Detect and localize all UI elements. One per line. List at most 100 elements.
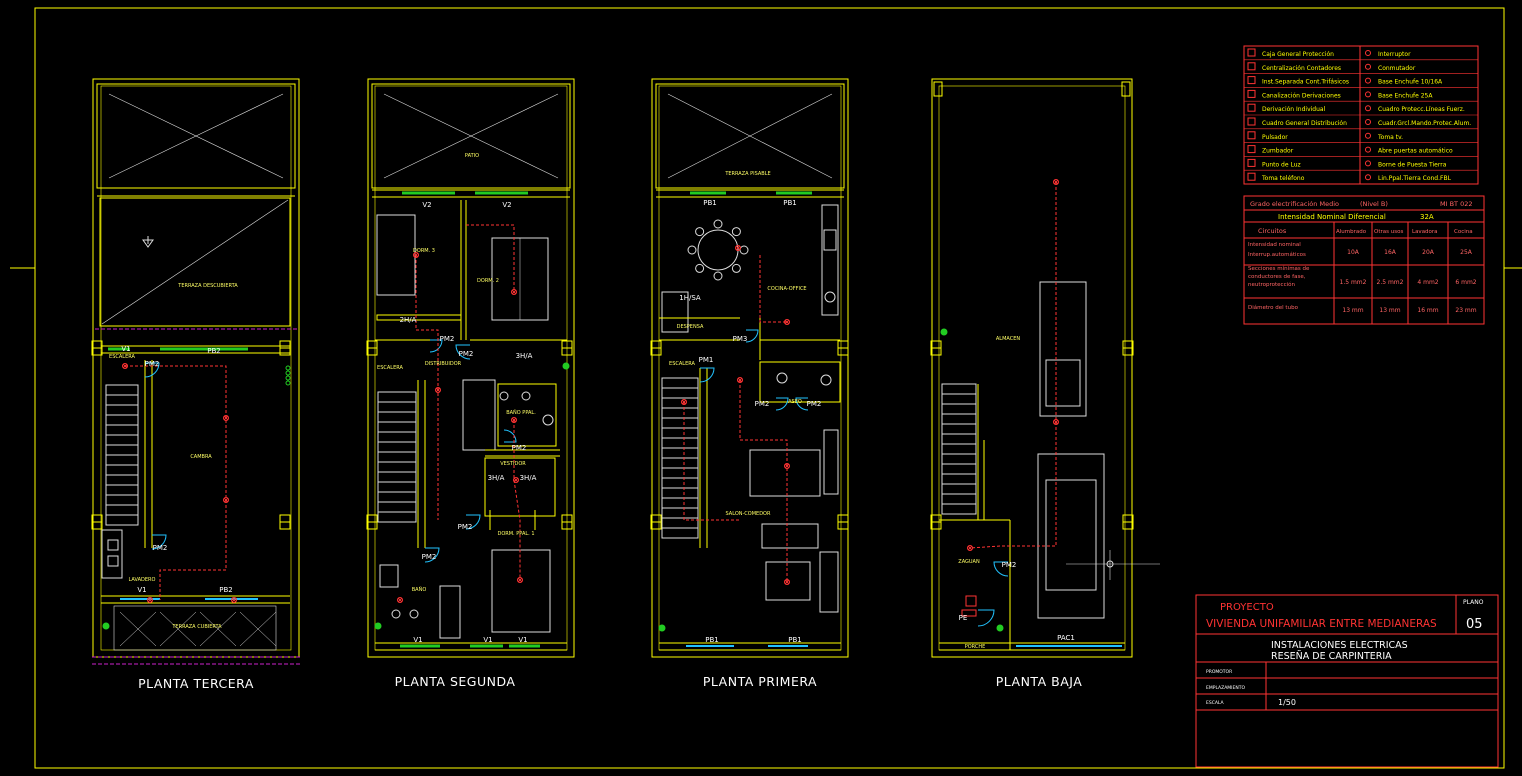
row-label: Secciones mínimas de: [1248, 265, 1310, 272]
outer-wall: [651, 78, 849, 658]
room-label: ESCALERA: [109, 354, 135, 360]
wiring: [415, 255, 439, 520]
carpentry-tag: PM2: [153, 544, 168, 552]
carpentry-tag: PB2: [219, 586, 232, 594]
room-label: CAMBRA: [190, 454, 212, 460]
carpentry-tag: V2: [502, 201, 511, 209]
scale-value: 1/50: [1278, 698, 1296, 707]
col-header: Circuitos: [1258, 227, 1287, 235]
legend-label: Caja General Protección: [1262, 51, 1334, 58]
legend-symbol-icon: [1247, 131, 1256, 140]
washer: [107, 555, 119, 567]
chair-icon: [695, 227, 705, 237]
chair-icon: [713, 271, 723, 281]
dressing: [484, 457, 556, 517]
row-value: 23 mm: [1455, 307, 1476, 314]
legend-label: Cuadr.Grcl.Mando.Protec.Alum.: [1378, 120, 1471, 127]
bed: [376, 214, 416, 296]
field-label-emplazamiento: EMPLAZAMIENTO: [1206, 685, 1245, 691]
carpentry-tag: PM2: [807, 400, 822, 408]
appliance: [101, 529, 123, 579]
ground-icon: [374, 622, 382, 630]
terrace-cubierta: [113, 605, 277, 651]
door-swing: [455, 344, 471, 360]
legend-symbol-icon: [1247, 172, 1256, 181]
column: [933, 81, 943, 97]
legend-label: Cuadro General Distribución: [1262, 120, 1347, 127]
legend-label: Derivación Individual: [1262, 106, 1326, 113]
sofa: [819, 551, 839, 613]
toilet-icon: [820, 374, 832, 386]
field-label-escala: ESCALA: [1206, 700, 1225, 706]
car-roof: [1045, 359, 1081, 407]
carpentry-tag: PM3: [733, 335, 748, 343]
legend-symbol-icon: [1365, 146, 1371, 153]
carpentry-tag: PB1: [705, 636, 718, 644]
door-swing: [429, 339, 443, 353]
room-label: TERRAZA PISABLE: [724, 171, 770, 177]
dining-table: [749, 449, 821, 497]
toilet-icon: [499, 391, 509, 401]
room-label: BAÑO: [412, 586, 427, 593]
light-point-cross: [784, 319, 790, 325]
room-label: DISTRIBUIDOR: [425, 361, 462, 367]
row-value: 13 mm: [1342, 307, 1363, 314]
room-label: ESCALERA: [669, 361, 695, 367]
sink-icon: [542, 414, 554, 426]
coffee-table: [765, 561, 811, 601]
legend-symbol-icon: [1365, 160, 1371, 167]
pantry: [661, 291, 689, 333]
room-label: LAVADERO: [129, 577, 156, 583]
legend-label: Canalización Derivaciones: [1262, 92, 1341, 99]
light-point-icon: [735, 245, 741, 251]
row-label: Interrup.automáticos: [1248, 251, 1306, 258]
grade-label: Grado electrificación Medio: [1250, 200, 1339, 208]
room-label: COCINA-OFFICE: [767, 286, 806, 292]
subject-line-1: INSTALACIONES ELECTRICAS: [1271, 640, 1408, 651]
intensity-value: 32A: [1420, 213, 1434, 221]
sink-icon: [776, 372, 788, 384]
outer-wall: [367, 78, 575, 658]
legend-symbol-icon: [1247, 89, 1256, 98]
plan-title-primera: PLANTA PRIMERA: [703, 674, 817, 689]
carpentry-tag: PB1: [703, 199, 716, 207]
chair-icon: [687, 245, 697, 255]
plan-label: PLANO: [1463, 599, 1484, 606]
carpentry-tag: PE: [959, 614, 968, 622]
room-label: PORCHE: [965, 644, 986, 650]
bath-tiles: [462, 379, 496, 451]
carpentry-tag: 3H/A: [488, 474, 505, 482]
legend-label: Punto de Luz: [1262, 161, 1301, 168]
carpentry-tag: 3H/A: [520, 474, 537, 482]
carpentry-tag: PM2: [458, 523, 473, 531]
legend-symbol-icon: [1247, 158, 1256, 167]
legend-symbol-icon: [1365, 105, 1371, 112]
plan-title-segunda: PLANTA SEGUNDA: [395, 674, 516, 689]
legend-symbol-icon: [1247, 76, 1256, 85]
row-value: 25A: [1460, 249, 1473, 256]
legend-label: Base Enchufe 10/16A: [1378, 79, 1443, 86]
carpentry-tag: PM1: [699, 356, 714, 364]
carpentry-tag: V1: [483, 636, 492, 644]
legend-symbol-icon: [1365, 132, 1371, 139]
row-value: 10A: [1347, 249, 1360, 256]
legend-symbol-icon: [1365, 63, 1371, 70]
legend-label: Toma tv.: [1377, 134, 1403, 141]
kitchen-counter: [821, 204, 839, 316]
legend-symbol-icon: [1365, 77, 1371, 84]
subject-line-2: RESEÑA DE CARPINTERIA: [1271, 651, 1392, 662]
carpentry-tag: V2: [422, 201, 431, 209]
wiring: [125, 365, 227, 530]
void-cross: [108, 93, 284, 179]
ground-icon: [996, 624, 1004, 632]
light-point-cross: [231, 597, 237, 603]
row-value: 16A: [1384, 249, 1397, 256]
legend-label: Interruptor: [1378, 51, 1411, 58]
sink: [823, 229, 837, 251]
car-cabin: [1045, 479, 1097, 591]
plan-segunda: [366, 78, 575, 658]
door-swing: [745, 329, 759, 343]
chair-icon: [731, 263, 741, 273]
outlet-icon: [285, 370, 291, 376]
